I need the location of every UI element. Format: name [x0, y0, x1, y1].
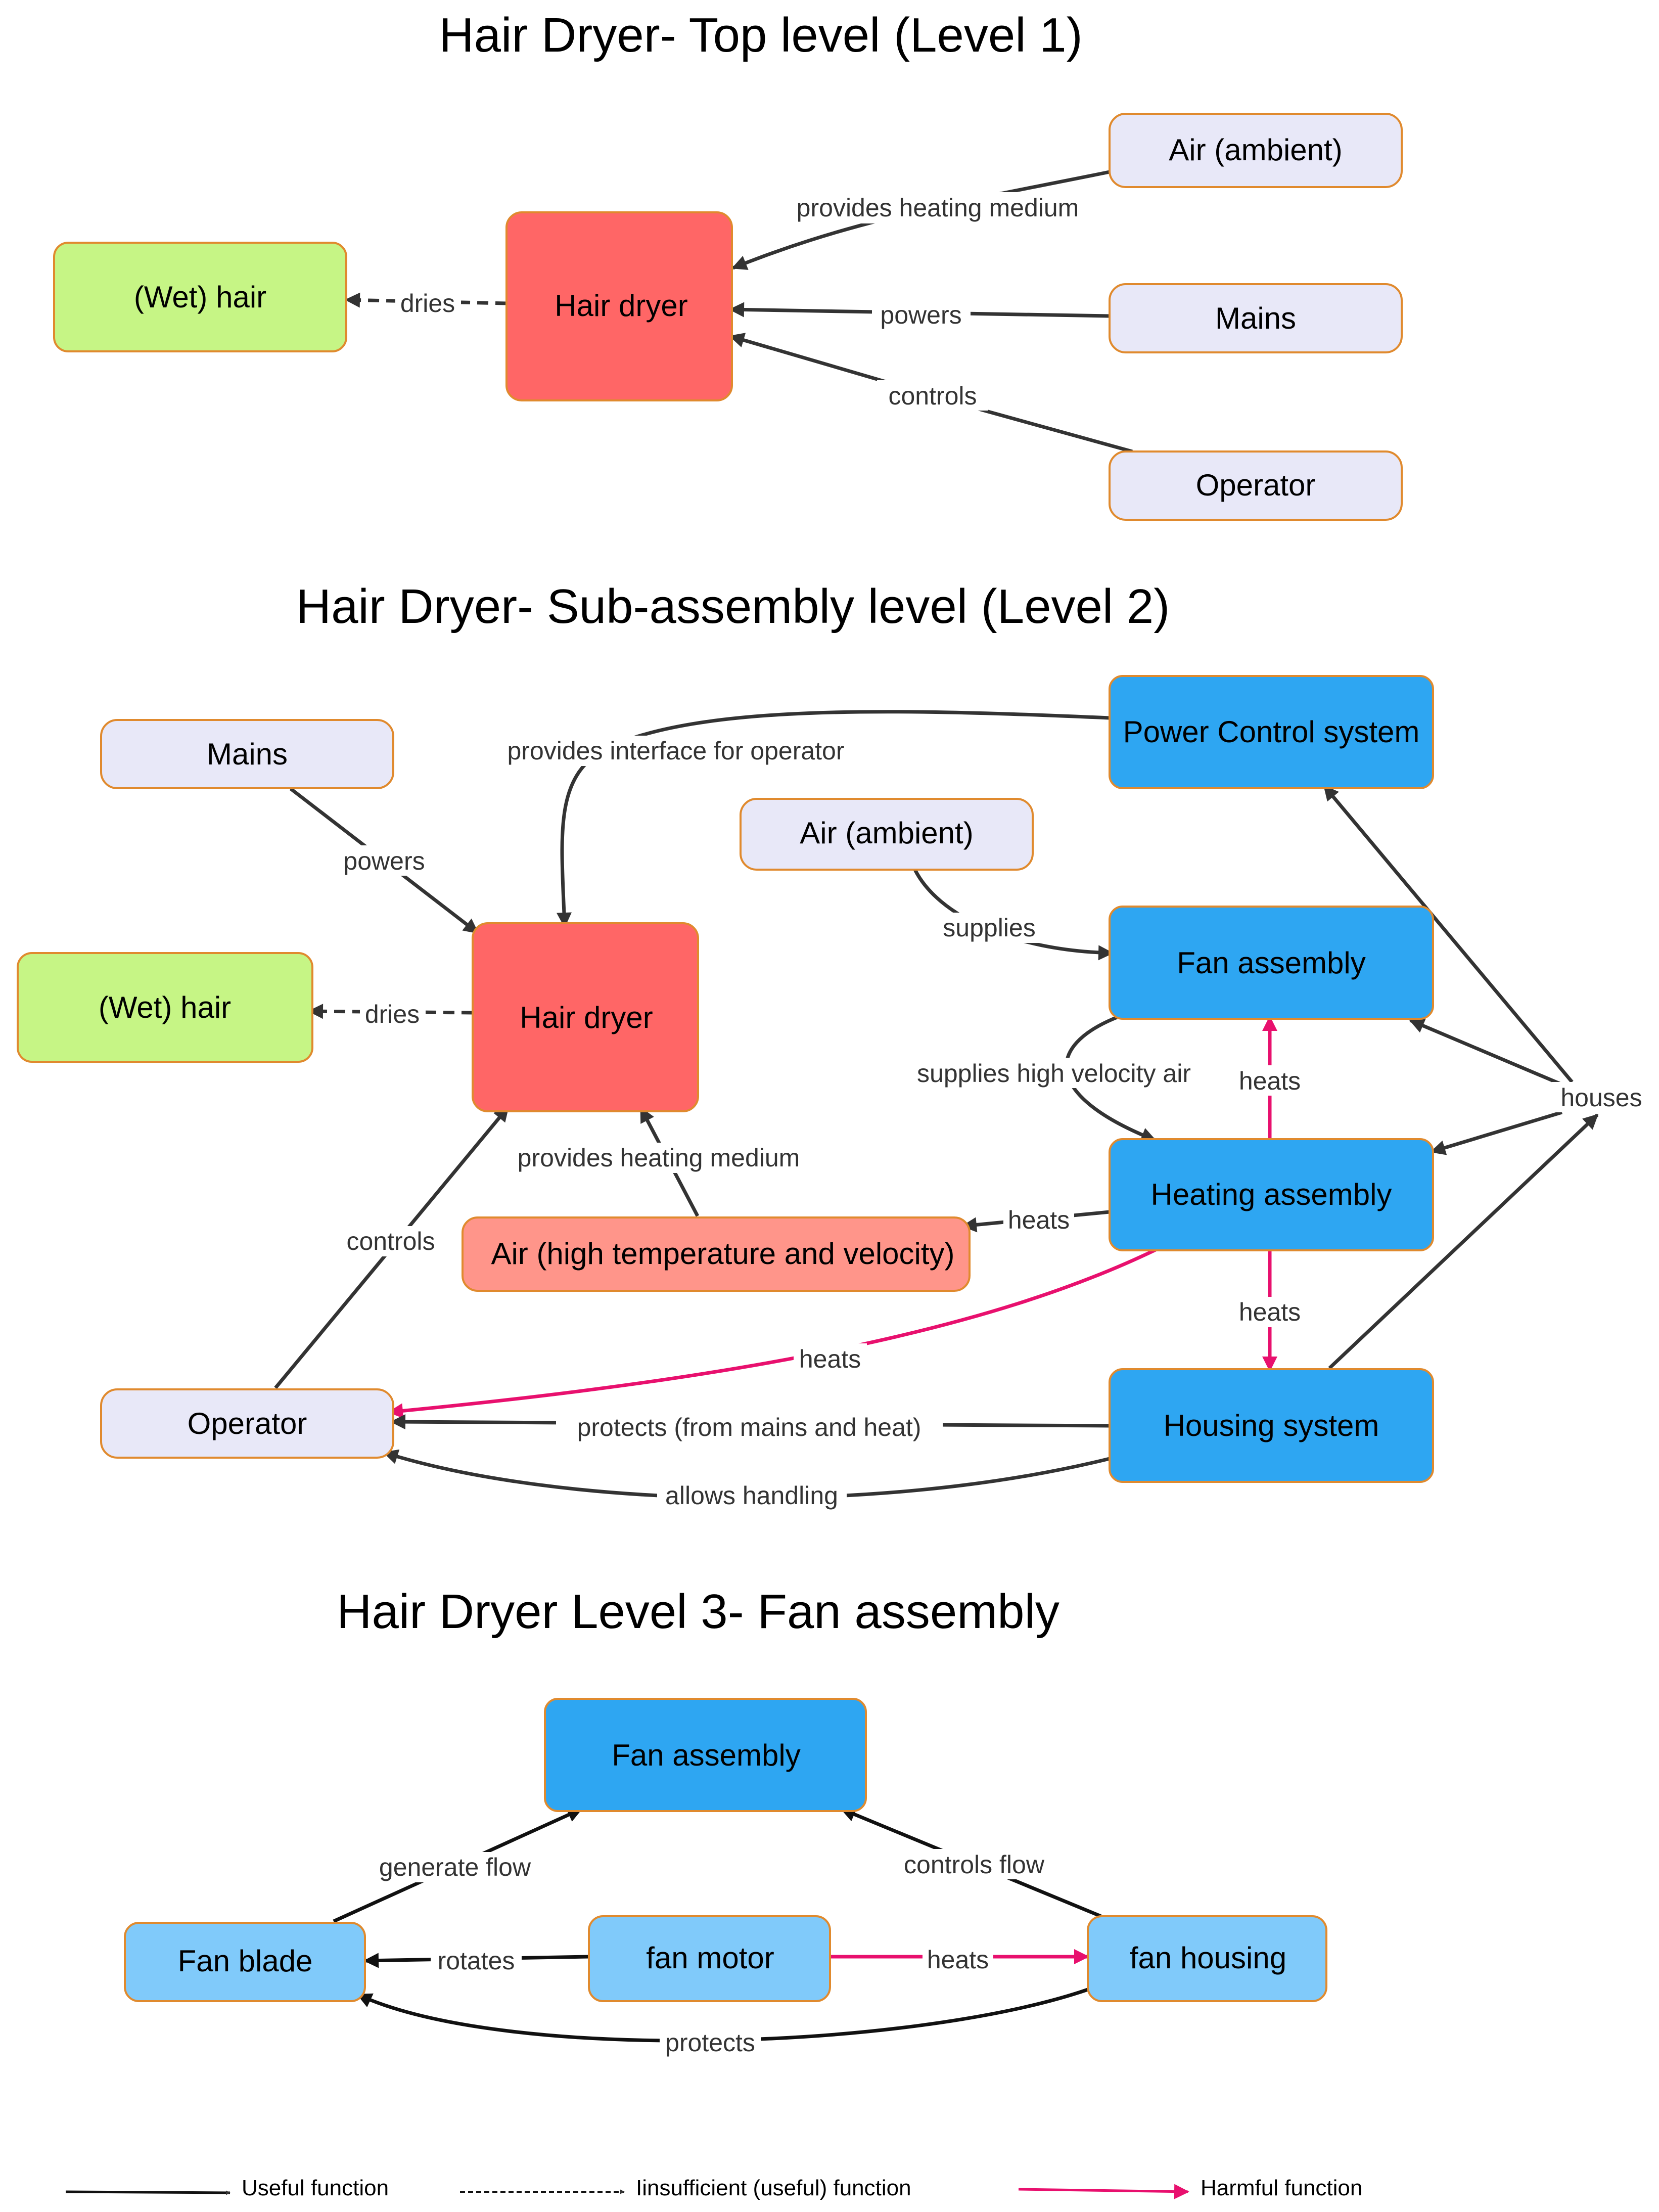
- node-l2-fan-assembly-label: Fan assembly: [1177, 946, 1365, 980]
- node-l2-mains-label: Mains: [207, 737, 288, 771]
- edge-l3-generate-flow-label: generate flow: [379, 1853, 531, 1881]
- title-level2: Hair Dryer- Sub-assembly level (Level 2): [296, 579, 1170, 634]
- node-l1-hair-dryer-label: Hair dryer: [555, 289, 687, 323]
- node-l2-heating-assembly-label: Heating assembly: [1151, 1178, 1392, 1211]
- edge-l3-heats-label: heats: [927, 1946, 989, 1974]
- legend-harmful-label: Harmful function: [1201, 2176, 1362, 2200]
- node-l1-operator-label: Operator: [1196, 468, 1316, 502]
- legend-harmful-line: [1018, 2184, 1189, 2199]
- edge-l3-rotates-label: rotates: [438, 1947, 515, 1975]
- level2-edge-labels: powers dries provides interface for oper…: [336, 736, 1653, 1511]
- node-l2-housing-system: Housing system: [1109, 1368, 1434, 1483]
- edge-l2-houses-heating: [1430, 1110, 1563, 1155]
- node-l1-operator: Operator: [1109, 450, 1403, 521]
- node-l3-fan-motor: fan motor: [588, 1915, 831, 2002]
- edge-l2-houses-fan: [1409, 1018, 1563, 1087]
- node-l2-power-control-label: Power Control system: [1123, 715, 1420, 749]
- level3-nodes: Fan assembly Fan blade fan motor fan hou…: [124, 1698, 1327, 2002]
- legend-useful-label: Useful function: [242, 2176, 389, 2200]
- edge-l2-houses-from-housing: [1328, 1113, 1599, 1370]
- node-l2-fan-assembly: Fan assembly: [1109, 906, 1434, 1020]
- edge-l2-houses-power-control: [1323, 785, 1574, 1084]
- edge-l2-heats-fan-label: heats: [1239, 1067, 1301, 1095]
- node-l1-mains-label: Mains: [1215, 301, 1296, 335]
- edge-l2-houses-label: houses: [1560, 1084, 1642, 1112]
- edge-l2-supplies-label: supplies: [943, 914, 1035, 942]
- node-l2-wet-hair: (Wet) hair: [17, 952, 313, 1063]
- node-l2-air-ambient: Air (ambient): [740, 798, 1034, 871]
- node-l1-mains: Mains: [1109, 283, 1403, 353]
- node-l2-air-hot-label: Air (high temperature and velocity): [491, 1237, 954, 1271]
- edge-l2-supplies-high-velocity-label: supplies high velocity air: [917, 1059, 1191, 1088]
- level2-nodes: Mains (Wet) hair Hair dryer Air (high te…: [17, 675, 1434, 1483]
- edge-l2-provides-interface-label: provides interface for operator: [507, 737, 844, 765]
- edge-l2-heats-housing-label: heats: [1239, 1298, 1301, 1326]
- node-l2-mains: Mains: [100, 719, 394, 789]
- node-l2-air-hot: Air (high temperature and velocity): [462, 1216, 971, 1292]
- node-l1-wet-hair-label: (Wet) hair: [134, 280, 266, 314]
- legend: Useful function Iinsufficient (useful) f…: [65, 2176, 1362, 2200]
- node-l2-housing-system-label: Housing system: [1164, 1409, 1379, 1442]
- edge-l2-powers-label: powers: [343, 847, 425, 875]
- node-l3-fan-assembly: Fan assembly: [544, 1698, 867, 1812]
- node-l3-fan-housing: fan housing: [1087, 1915, 1327, 2002]
- edge-l2-allows-handling-label: allows handling: [665, 1481, 838, 1510]
- node-l3-fan-housing-label: fan housing: [1130, 1941, 1286, 1975]
- legend-insufficient-label: Iinsufficient (useful) function: [636, 2176, 911, 2200]
- edge-l2-provides-heating-medium-label: provides heating medium: [518, 1144, 800, 1172]
- node-l2-hair-dryer-label: Hair dryer: [520, 1001, 653, 1034]
- edge-l2-provides-interface: [556, 710, 1110, 928]
- edge-l3-controls-flow-label: controls flow: [904, 1850, 1045, 1879]
- title-level3: Hair Dryer Level 3- Fan assembly: [337, 1585, 1059, 1639]
- edge-l1-controls-label: controls: [888, 382, 977, 410]
- node-l1-air-ambient: Air (ambient): [1109, 113, 1403, 188]
- edge-l2-heats-air-label: heats: [1008, 1206, 1070, 1234]
- node-l3-fan-assembly-label: Fan assembly: [612, 1738, 800, 1772]
- node-l1-hair-dryer: Hair dryer: [505, 211, 733, 401]
- edge-l3-protects-label: protects: [665, 2028, 755, 2057]
- edge-l1-powers-label: powers: [880, 301, 961, 329]
- legend-useful-line: [65, 2190, 231, 2195]
- title-level1: Hair Dryer- Top level (Level 1): [439, 8, 1082, 62]
- edge-l1-provides-heating-medium-label: provides heating medium: [797, 194, 1079, 222]
- edge-l2-heats-operator-label: heats: [799, 1345, 861, 1373]
- level3-edge-labels: generate flow controls flow rotates heat…: [369, 1849, 1054, 2058]
- node-l2-operator: Operator: [100, 1388, 394, 1459]
- edge-l2-protects-label: protects (from mains and heat): [577, 1413, 921, 1441]
- edge-l1-dries-label: dries: [400, 289, 455, 318]
- node-l1-wet-hair: (Wet) hair: [53, 242, 347, 352]
- node-l2-heating-assembly: Heating assembly: [1109, 1138, 1434, 1251]
- node-l2-hair-dryer: Hair dryer: [472, 922, 699, 1112]
- node-l2-operator-label: Operator: [188, 1407, 307, 1440]
- node-l2-air-ambient-label: Air (ambient): [800, 816, 973, 850]
- node-l3-fan-motor-label: fan motor: [646, 1941, 774, 1975]
- edge-l2-controls-label: controls: [346, 1227, 435, 1255]
- level1-edge-labels: dries provides heating medium powers con…: [395, 192, 1094, 411]
- level1-nodes: (Wet) hair Hair dryer Air (ambient) Main…: [53, 113, 1403, 521]
- node-l2-power-control: Power Control system: [1109, 675, 1434, 789]
- node-l3-fan-blade-label: Fan blade: [178, 1944, 313, 1978]
- node-l1-air-ambient-label: Air (ambient): [1169, 133, 1342, 167]
- edge-l2-dries-label: dries: [365, 1000, 420, 1028]
- node-l3-fan-blade: Fan blade: [124, 1922, 366, 2002]
- node-l2-wet-hair-label: (Wet) hair: [99, 990, 231, 1024]
